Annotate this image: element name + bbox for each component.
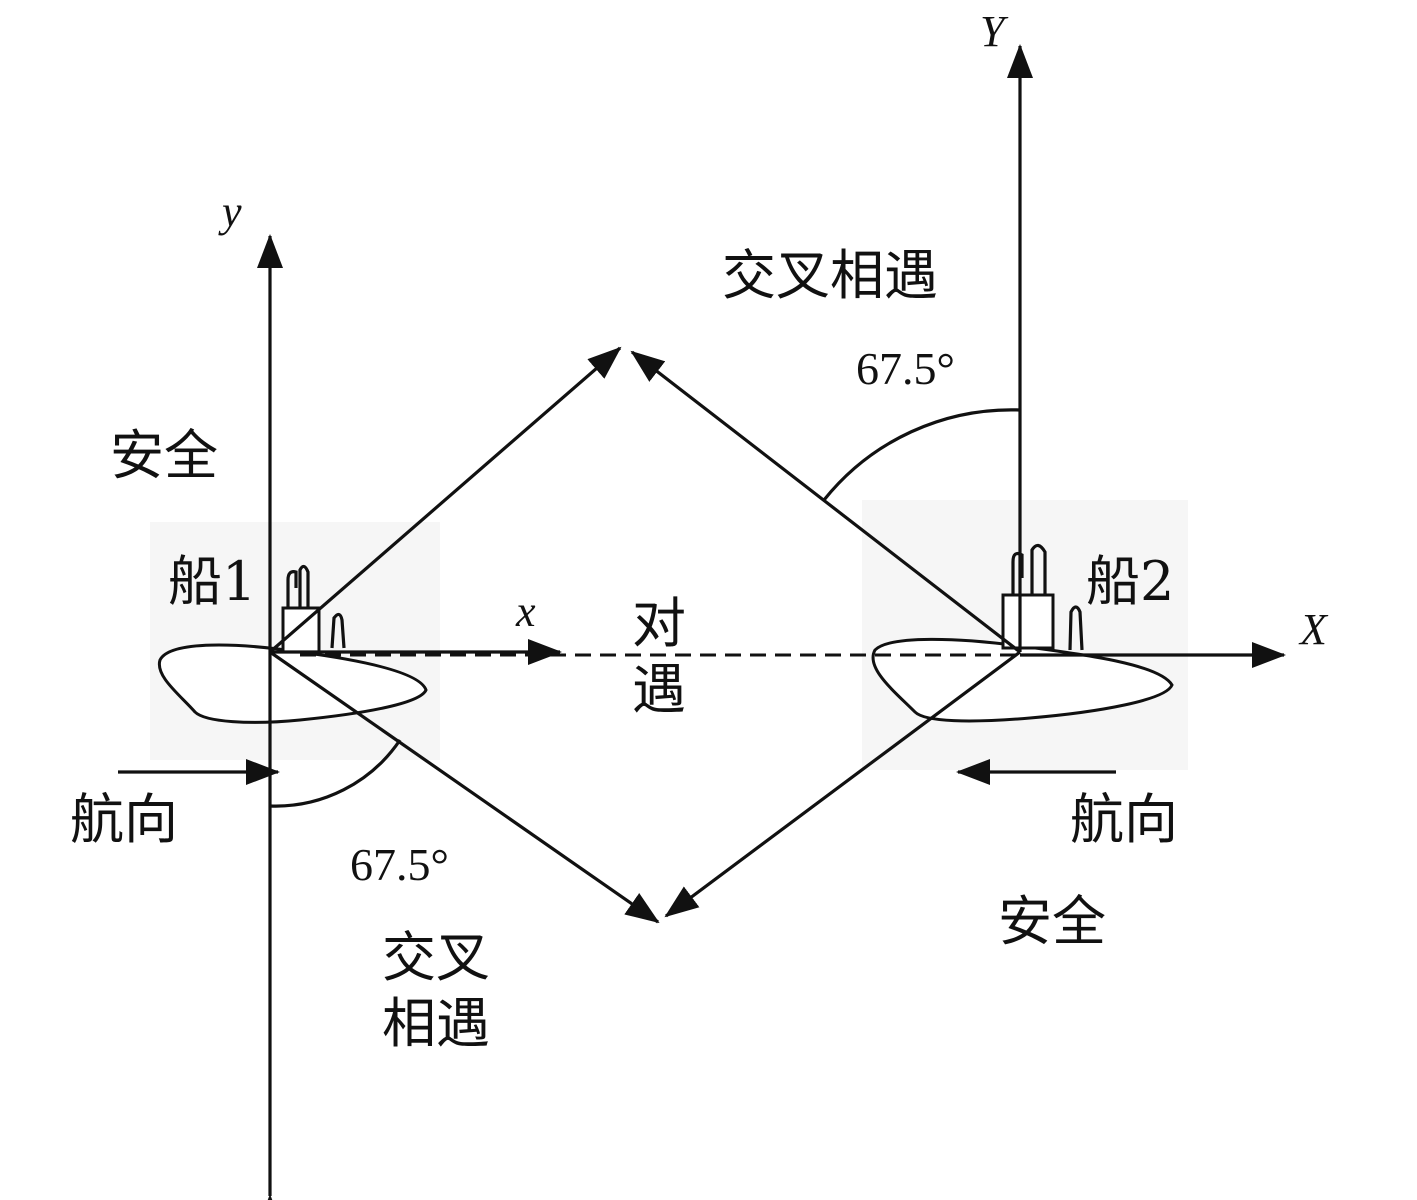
safe-right-label: 安全 — [998, 890, 1106, 953]
angle-bottom-label: 67.5° — [350, 839, 449, 890]
ship2-icon — [871, 543, 1174, 723]
angle-arc-bottom — [269, 739, 402, 808]
crossing-bottom-label-2: 相遇 — [382, 992, 490, 1055]
axis-x-global-label: X — [1298, 605, 1329, 654]
crossing-line-ship2-lower — [664, 650, 1021, 918]
axis-y-local-label: y — [218, 187, 242, 236]
ship1-icon — [157, 564, 428, 724]
ship1-label: 船1 — [168, 550, 256, 613]
crossing-line-ship2-upper — [630, 350, 1021, 654]
axis-y-global-label: Y — [980, 7, 1009, 56]
crossing-top-label: 交叉相遇 — [722, 244, 938, 307]
angle-top-label: 67.5° — [856, 343, 955, 394]
axis-x-local-label: x — [515, 587, 536, 636]
head-on-label-1: 对 — [632, 592, 686, 655]
heading-left-label: 航向 — [70, 788, 178, 851]
heading-right-label: 航向 — [1070, 788, 1178, 851]
head-on-label-2: 遇 — [632, 658, 686, 721]
crossing-line-ship1-lower — [269, 650, 660, 924]
crossing-bottom-label-1: 交叉 — [382, 926, 490, 989]
crossing-line-ship1-upper — [268, 346, 622, 654]
safe-left-label: 安全 — [110, 424, 218, 487]
angle-arc-top — [822, 408, 1021, 501]
ship2-label: 船2 — [1086, 550, 1174, 613]
